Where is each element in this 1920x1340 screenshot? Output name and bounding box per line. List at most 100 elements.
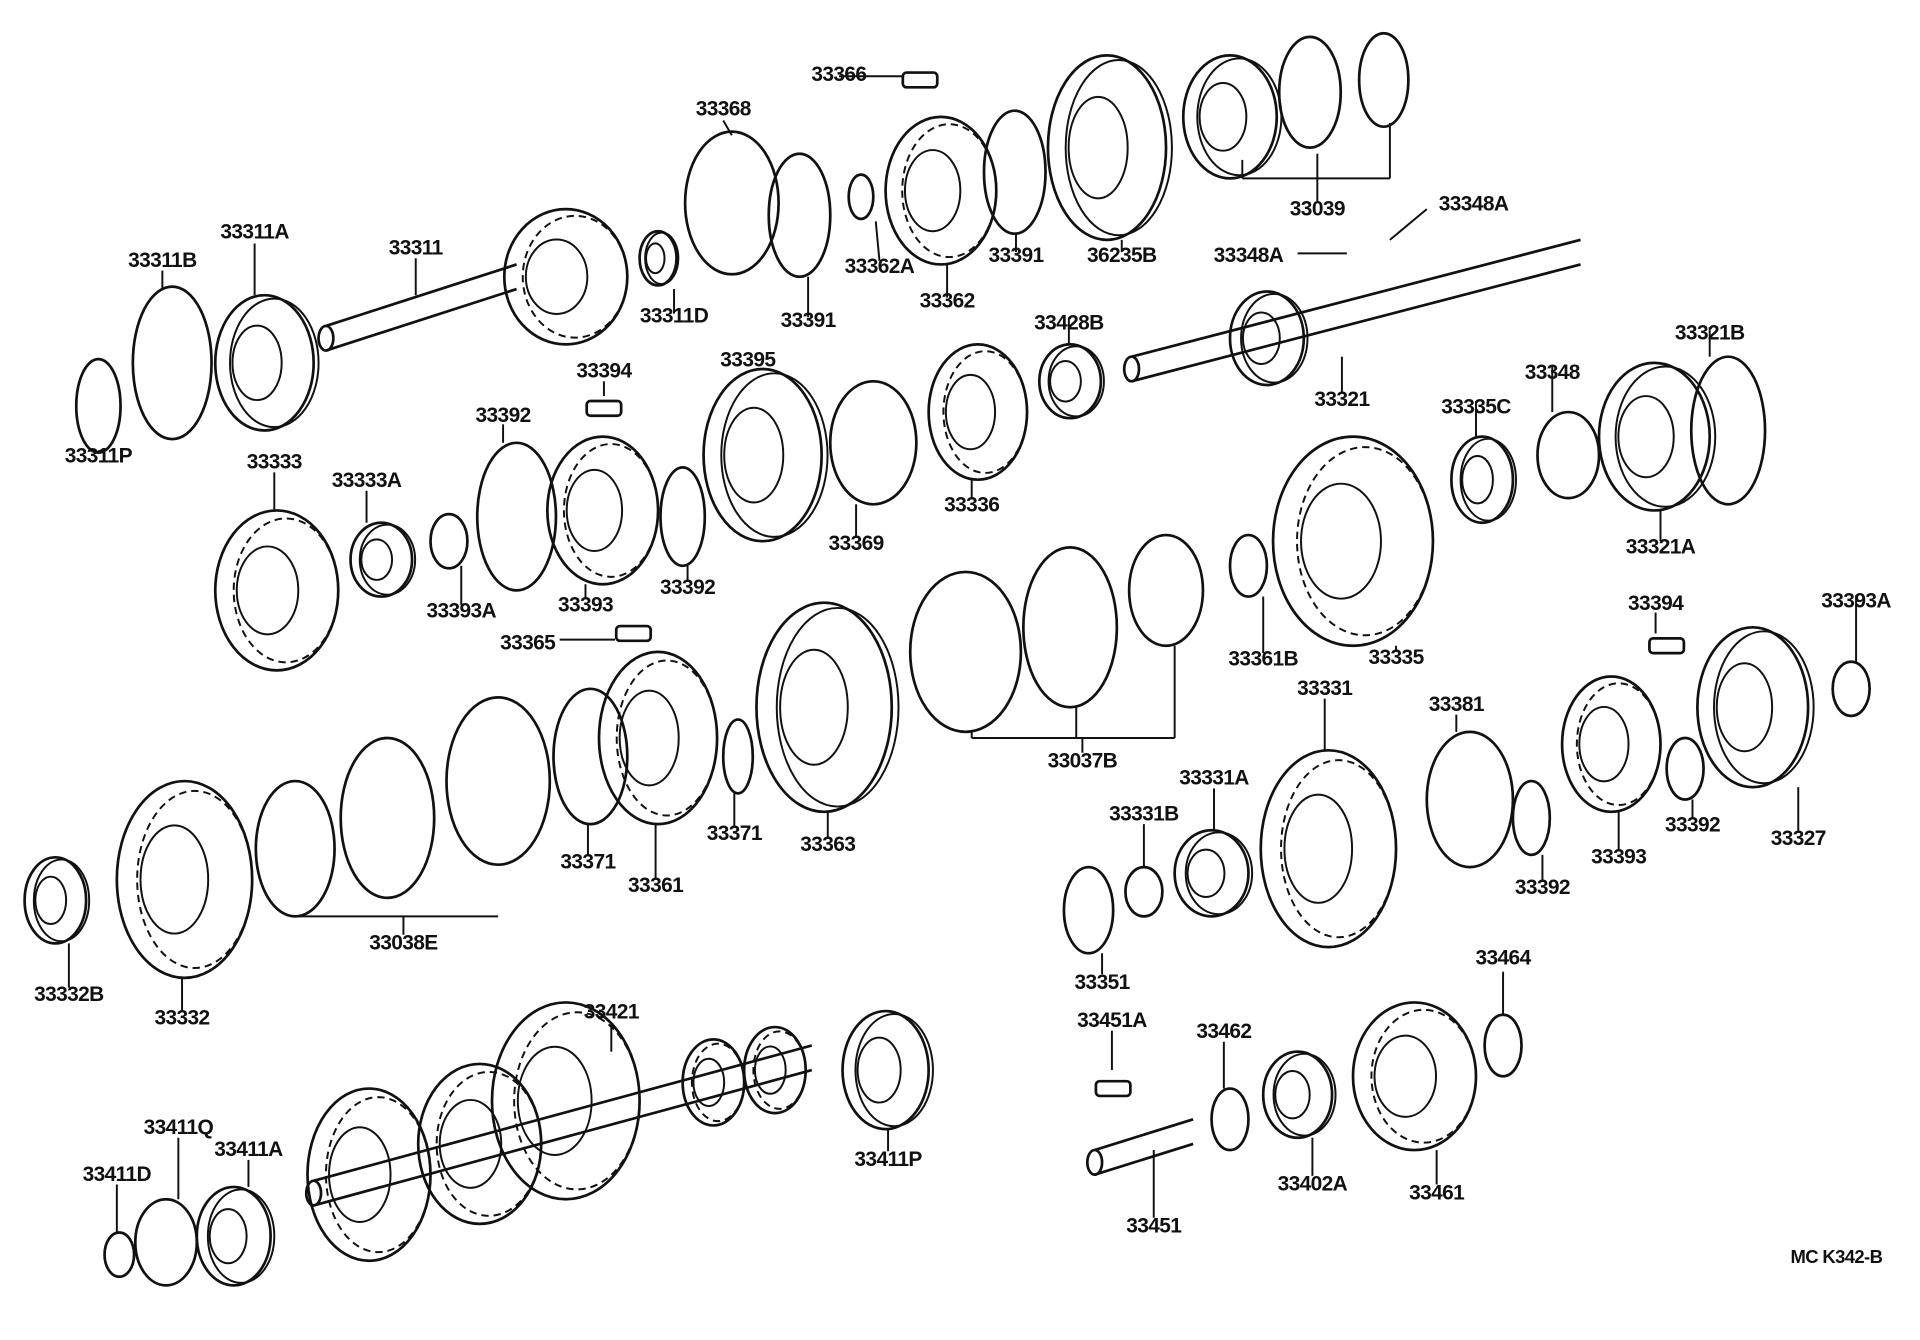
input-shaft-drawing [317,263,518,352]
part-label: 33451A [1077,1009,1147,1032]
part-label: 33333 [247,451,302,474]
ring-drawing [1127,533,1205,648]
gear-drawing [927,343,1029,482]
snap-ring-drawing [1124,865,1164,918]
ring-drawing [1357,31,1410,129]
spring-drawing [767,152,832,279]
ring-drawing [339,736,436,900]
part-label: 33371 [707,822,763,845]
part-label: 33037B [1048,750,1118,773]
part-label: 33411A [214,1138,283,1161]
gear-drawing [1351,1001,1478,1152]
part-label: 33348A [1214,244,1284,267]
snap-ring-drawing [847,173,875,221]
needle-bearing-drawing [1037,343,1105,420]
part-label: 33361 [628,874,684,897]
part-label: 33391 [988,244,1044,267]
spring-drawing [552,687,629,826]
gear-drawing [1259,748,1398,949]
snap-ring-drawing [131,285,213,441]
snap-ring-drawing [1689,355,1767,506]
gear-drawing [115,779,254,980]
leader-lines [67,75,1858,1233]
part-label: 33311B [128,249,197,272]
part-label: 33039 [1290,197,1345,220]
part-label: 33381 [1429,693,1485,716]
snap-ring-drawing [1228,533,1269,598]
gear-drawing [416,1062,543,1226]
synchronizer-ring-drawing [445,696,552,867]
hub-drawing [884,115,998,266]
hub-drawing [1560,675,1662,814]
part-label: 33335C [1441,395,1511,418]
shifting-key-drawing [614,624,653,643]
washer-drawing [1210,1087,1250,1152]
spring-drawing [659,466,707,568]
spring-drawing [475,441,558,592]
part-label: 33331B [1109,802,1179,825]
part-label: 33428B [1034,312,1104,335]
gear-drawing [742,1025,808,1115]
part-label: 33335 [1369,646,1425,669]
part-label: 33368 [696,98,751,121]
needle-bearing-drawing [638,229,680,287]
part-label: 33038E [369,932,438,955]
gear-drawing [1271,435,1435,648]
needle-bearing-drawing [349,521,417,598]
spring-drawing [1511,779,1552,857]
ring-drawing [1022,545,1119,709]
part-label: 36235B [1087,244,1157,267]
part-label: 33331A [1179,767,1249,790]
part-label: 33311A [220,221,289,244]
synchronizer-ring-drawing [908,570,1023,734]
part-label: 33332B [34,983,104,1006]
part-label: 33462 [1196,1020,1251,1043]
sleeve-drawing [755,601,900,814]
diagram-code: MC K342-B [1790,1246,1882,1267]
counter-shaft-drawing [304,1044,813,1207]
part-label: 33365 [500,631,556,654]
sleeve-drawing [702,367,829,543]
part-label: 33327 [1771,827,1826,850]
part-label: 33333A [332,469,402,492]
snap-ring-drawing [133,1197,199,1287]
spring-drawing [721,718,755,795]
hub-drawing [545,435,660,586]
part-label: 33394 [1628,592,1684,615]
needle-bearing-drawing [1450,435,1517,525]
needle-bearing-drawing [23,855,91,945]
bearing-drawing [841,1009,934,1131]
spring-drawing [1665,736,1705,801]
bearing-drawing [213,293,320,432]
part-label: 33321 [1314,388,1370,411]
spring-drawing [982,109,1047,236]
sleeve-drawing [1696,625,1815,789]
reverse-idler-shaft-drawing [1085,1118,1194,1177]
part-label: 33392 [1665,813,1720,836]
output-shaft-drawing [1122,238,1581,383]
part-label: 33451 [1126,1214,1182,1237]
part-label: 33402A [1278,1173,1348,1196]
part-label: 33311P [65,444,133,467]
part-label: 33391 [781,309,837,332]
part-label: 33392 [660,576,715,599]
part-label: 33461 [1409,1181,1465,1204]
needle-bearing-drawing [1261,1050,1337,1140]
part-label: 33392 [1515,876,1570,899]
part-label: 33362A [845,255,915,278]
synchronizer-ring-drawing [1425,730,1515,869]
sleeve-drawing [1046,53,1173,242]
part-label: 33421 [584,1000,640,1023]
bearing-drawing [195,1185,276,1287]
part-label: 33363 [800,833,855,856]
part-label: 33332 [155,1007,210,1030]
part-label: 33411D [83,1163,152,1186]
part-label: 33393A [1821,590,1891,613]
needle-bearing-drawing [1173,828,1254,918]
part-label: 33336 [944,494,999,517]
part-label: 33392 [476,404,531,427]
bearing-drawing [1597,361,1717,512]
part-label: 33348A [1439,192,1509,215]
